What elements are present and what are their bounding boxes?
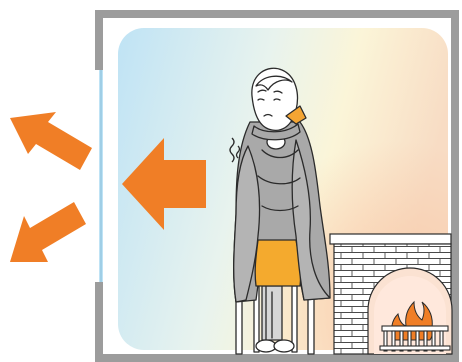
frame-left-lower <box>95 282 103 362</box>
frame-left-upper <box>95 10 103 70</box>
arrow-left-up-icon <box>10 112 92 170</box>
fireplace-icon <box>330 234 452 354</box>
left-shoe <box>256 340 276 352</box>
head <box>252 68 298 130</box>
frame-bottom <box>95 354 457 362</box>
sweater <box>255 240 300 286</box>
right-shoe <box>274 340 294 352</box>
mantel <box>330 234 451 244</box>
window-gap <box>99 70 103 282</box>
frame-top <box>95 10 457 18</box>
arrow-left-down-icon <box>10 202 86 262</box>
